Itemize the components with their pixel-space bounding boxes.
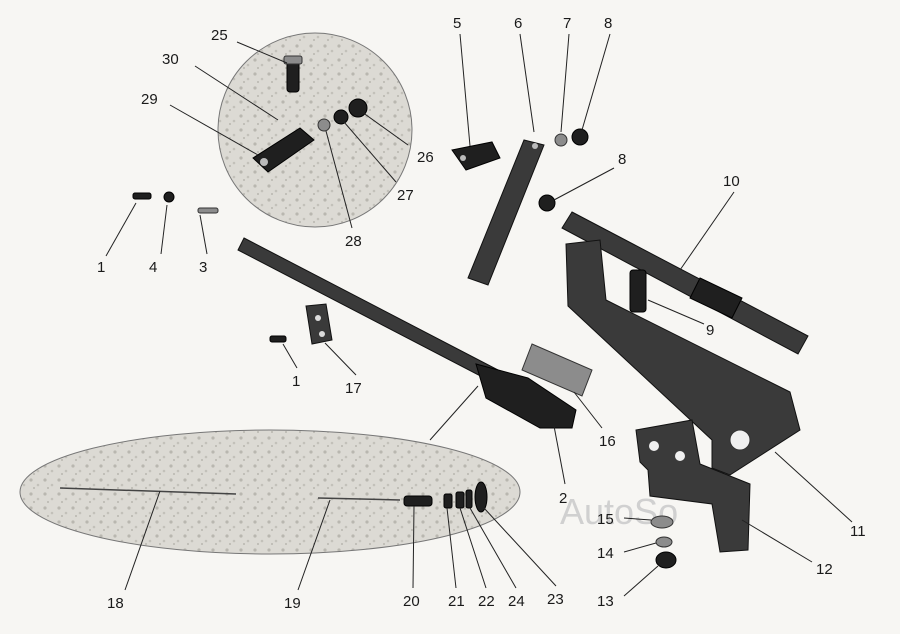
callout-18: 18 <box>107 490 161 612</box>
clevis-29-part <box>252 127 315 173</box>
callout-8: 8 <box>581 15 612 131</box>
svg-text:18: 18 <box>107 595 124 612</box>
callout-27: 27 <box>343 121 414 204</box>
washer-28-part <box>317 118 331 132</box>
callout-8b: 8 <box>553 151 626 201</box>
callout-12: 12 <box>741 519 833 578</box>
callout-5: 5 <box>453 15 471 147</box>
callout-10: 10 <box>679 173 740 271</box>
svg-text:3: 3 <box>199 259 207 276</box>
screw-1-part <box>132 192 152 200</box>
cable-18-part <box>59 487 237 495</box>
svg-text:11: 11 <box>850 523 866 540</box>
svg-text:10: 10 <box>723 173 740 190</box>
svg-text:12: 12 <box>816 561 833 578</box>
callout-9: 9 <box>647 299 714 339</box>
sleeve-16-part <box>521 343 593 397</box>
screw-1b-part <box>269 335 287 343</box>
svg-text:14: 14 <box>597 545 614 562</box>
washer-7-part <box>554 133 568 147</box>
callout-21: 21 <box>446 507 465 610</box>
svg-text:9: 9 <box>706 322 714 339</box>
sleeve-20-part <box>403 495 433 507</box>
callout-2: 2 <box>553 425 567 507</box>
callout-1: 1 <box>97 202 137 276</box>
callout-11: 11 <box>774 451 866 540</box>
callout-28: 28 <box>325 130 362 250</box>
svg-text:29: 29 <box>141 91 158 108</box>
callout-30: 30 <box>162 51 279 121</box>
callout-16: 16 <box>573 391 616 450</box>
detail-circle <box>217 32 413 228</box>
svg-text:30: 30 <box>162 51 179 68</box>
svg-text:5: 5 <box>453 15 461 32</box>
callout-4: 4 <box>149 204 168 276</box>
svg-text:17: 17 <box>345 380 362 397</box>
callout-1b: 1 <box>282 343 300 390</box>
washer-24-part <box>465 489 473 509</box>
svg-text:8: 8 <box>604 15 612 32</box>
callout-13: 13 <box>597 565 659 610</box>
svg-text:27: 27 <box>397 187 414 204</box>
svg-text:1: 1 <box>292 373 300 390</box>
callout-20: 20 <box>403 505 420 610</box>
bracket-12-part <box>635 419 751 553</box>
clevis-5-part <box>451 141 501 171</box>
callout-24: 24 <box>469 507 525 610</box>
svg-text:2: 2 <box>559 490 567 507</box>
washer-14-part <box>655 536 673 548</box>
svg-text:19: 19 <box>284 595 301 612</box>
svg-text:28: 28 <box>345 233 362 250</box>
callout-17: 17 <box>324 342 362 397</box>
svg-text:20: 20 <box>403 593 420 610</box>
svg-text:24: 24 <box>508 593 525 610</box>
clip-3-part <box>197 207 219 214</box>
svg-text:15: 15 <box>597 511 614 528</box>
callout-14: 14 <box>597 542 657 562</box>
callout-26: 26 <box>361 111 434 166</box>
knob-23-part <box>474 481 488 513</box>
svg-text:21: 21 <box>448 593 465 610</box>
nut-13-part <box>655 551 677 569</box>
lever-6-part <box>467 139 545 286</box>
detail-ellipse <box>19 429 521 555</box>
pin-25-part <box>283 55 303 93</box>
callout-19: 19 <box>284 499 331 612</box>
callout-15: 15 <box>597 511 652 528</box>
svg-text:8: 8 <box>618 151 626 168</box>
callout-3: 3 <box>199 214 208 276</box>
callout-22: 22 <box>459 507 495 610</box>
washer-21-part <box>443 493 453 509</box>
svg-text:6: 6 <box>514 15 522 32</box>
bracket-11-part <box>565 239 801 476</box>
callout-29: 29 <box>141 91 259 156</box>
svg-text:23: 23 <box>547 591 564 608</box>
callout-6: 6 <box>514 15 535 133</box>
shaft-10-part <box>561 211 809 355</box>
washer-27-part <box>333 109 349 125</box>
svg-text:4: 4 <box>149 259 157 276</box>
callout-23: 23 <box>483 507 564 608</box>
svg-text:16: 16 <box>599 433 616 450</box>
nut-26-part <box>348 98 368 118</box>
callout-25: 25 <box>211 27 288 64</box>
svg-text:13: 13 <box>597 593 614 610</box>
svg-text:25: 25 <box>211 27 228 44</box>
nut-8-part <box>571 128 589 146</box>
nut-4-part <box>163 191 175 203</box>
svg-text:22: 22 <box>478 593 495 610</box>
washer-22-part <box>455 491 465 509</box>
detail-leader <box>429 385 479 441</box>
svg-text:7: 7 <box>563 15 571 32</box>
plate-17-part <box>305 303 333 345</box>
callout-7: 7 <box>560 15 571 133</box>
svg-text:1: 1 <box>97 259 105 276</box>
svg-text:26: 26 <box>417 149 434 166</box>
rod-2-part <box>237 237 577 429</box>
nut-8b-part <box>538 194 556 212</box>
washer-15-part <box>650 515 674 529</box>
bolt-9-part <box>629 269 647 313</box>
cable-19-part <box>317 497 401 501</box>
